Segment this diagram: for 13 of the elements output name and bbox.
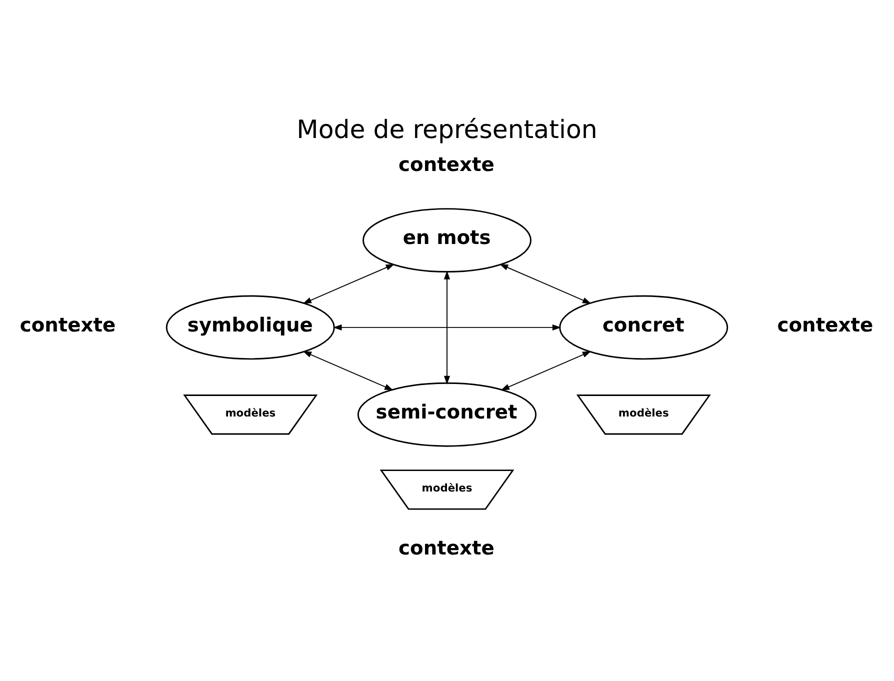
node-ellipse: symbolique [166, 294, 335, 360]
arrow [302, 263, 395, 304]
arrow [444, 270, 450, 384]
label: contexte [20, 312, 116, 336]
label: contexte [398, 536, 494, 560]
arrow [302, 350, 394, 390]
diagram-title: Mode de représentation [296, 114, 598, 144]
label: contexte [398, 152, 494, 176]
arrow [333, 324, 562, 330]
label: contexte [777, 312, 874, 336]
node-ellipse: concret [559, 294, 728, 360]
arrow [499, 263, 592, 304]
arrow [500, 350, 592, 390]
